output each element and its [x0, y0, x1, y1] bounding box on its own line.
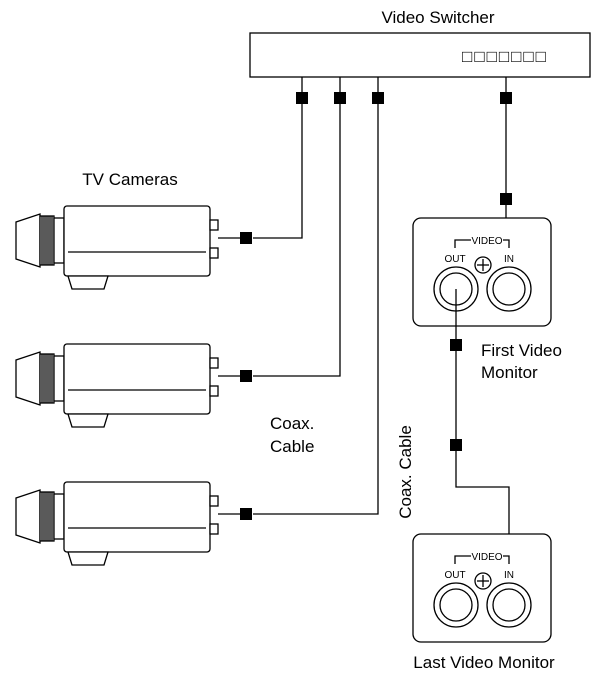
first-monitor-label-line2: Monitor: [481, 363, 538, 382]
connector-plug-icon: [450, 439, 462, 451]
cameras-title: TV Cameras: [82, 170, 177, 189]
connector-plug-icon: [450, 339, 462, 351]
connector-plug-icon: [500, 92, 512, 104]
coax-cable-camera-1: [253, 104, 303, 239]
coax-cable-vertical-label: Coax. Cable: [396, 425, 415, 519]
last-monitor-label: Last Video Monitor: [413, 653, 555, 672]
coax-cable-camera-3: [253, 104, 379, 515]
monitor-in-label: IN: [504, 254, 514, 265]
coax-cable-camera-2: [253, 104, 341, 377]
monitor-video-label: VIDEO: [471, 552, 502, 563]
monitor-video-label: VIDEO: [471, 236, 502, 247]
first-monitor-panel: VIDEO OUT IN: [412, 217, 552, 327]
video-switcher-box: [249, 32, 591, 78]
monitor-out-label: OUT: [444, 570, 465, 581]
first-monitor-label-line1: First Video: [481, 341, 562, 360]
connector-plug-icon: [240, 370, 252, 382]
tv-camera-2: [15, 343, 219, 428]
coax-cable-label-line1: Coax.: [270, 414, 314, 433]
monitor-out-label: OUT: [444, 254, 465, 265]
connector-plug-icon: [240, 508, 252, 520]
coax-cable-label: Coax. Cable: [270, 414, 319, 456]
first-monitor-label: First Video Monitor: [481, 341, 567, 382]
connector-plug-icon: [240, 232, 252, 244]
connector-plug-icon: [334, 92, 346, 104]
tv-camera-1: [15, 205, 219, 290]
switcher-title: Video Switcher: [381, 8, 494, 27]
tv-camera-3: [15, 481, 219, 566]
last-monitor-panel: VIDEO OUT IN: [412, 533, 552, 643]
coax-cable-label-line2: Cable: [270, 437, 314, 456]
connector-plug-icon: [372, 92, 384, 104]
connector-plug-icon: [296, 92, 308, 104]
switcher-indicator-lamps: □□□□□□□: [462, 47, 548, 66]
connector-plug-icon: [500, 193, 512, 205]
monitor-in-label: IN: [504, 570, 514, 581]
